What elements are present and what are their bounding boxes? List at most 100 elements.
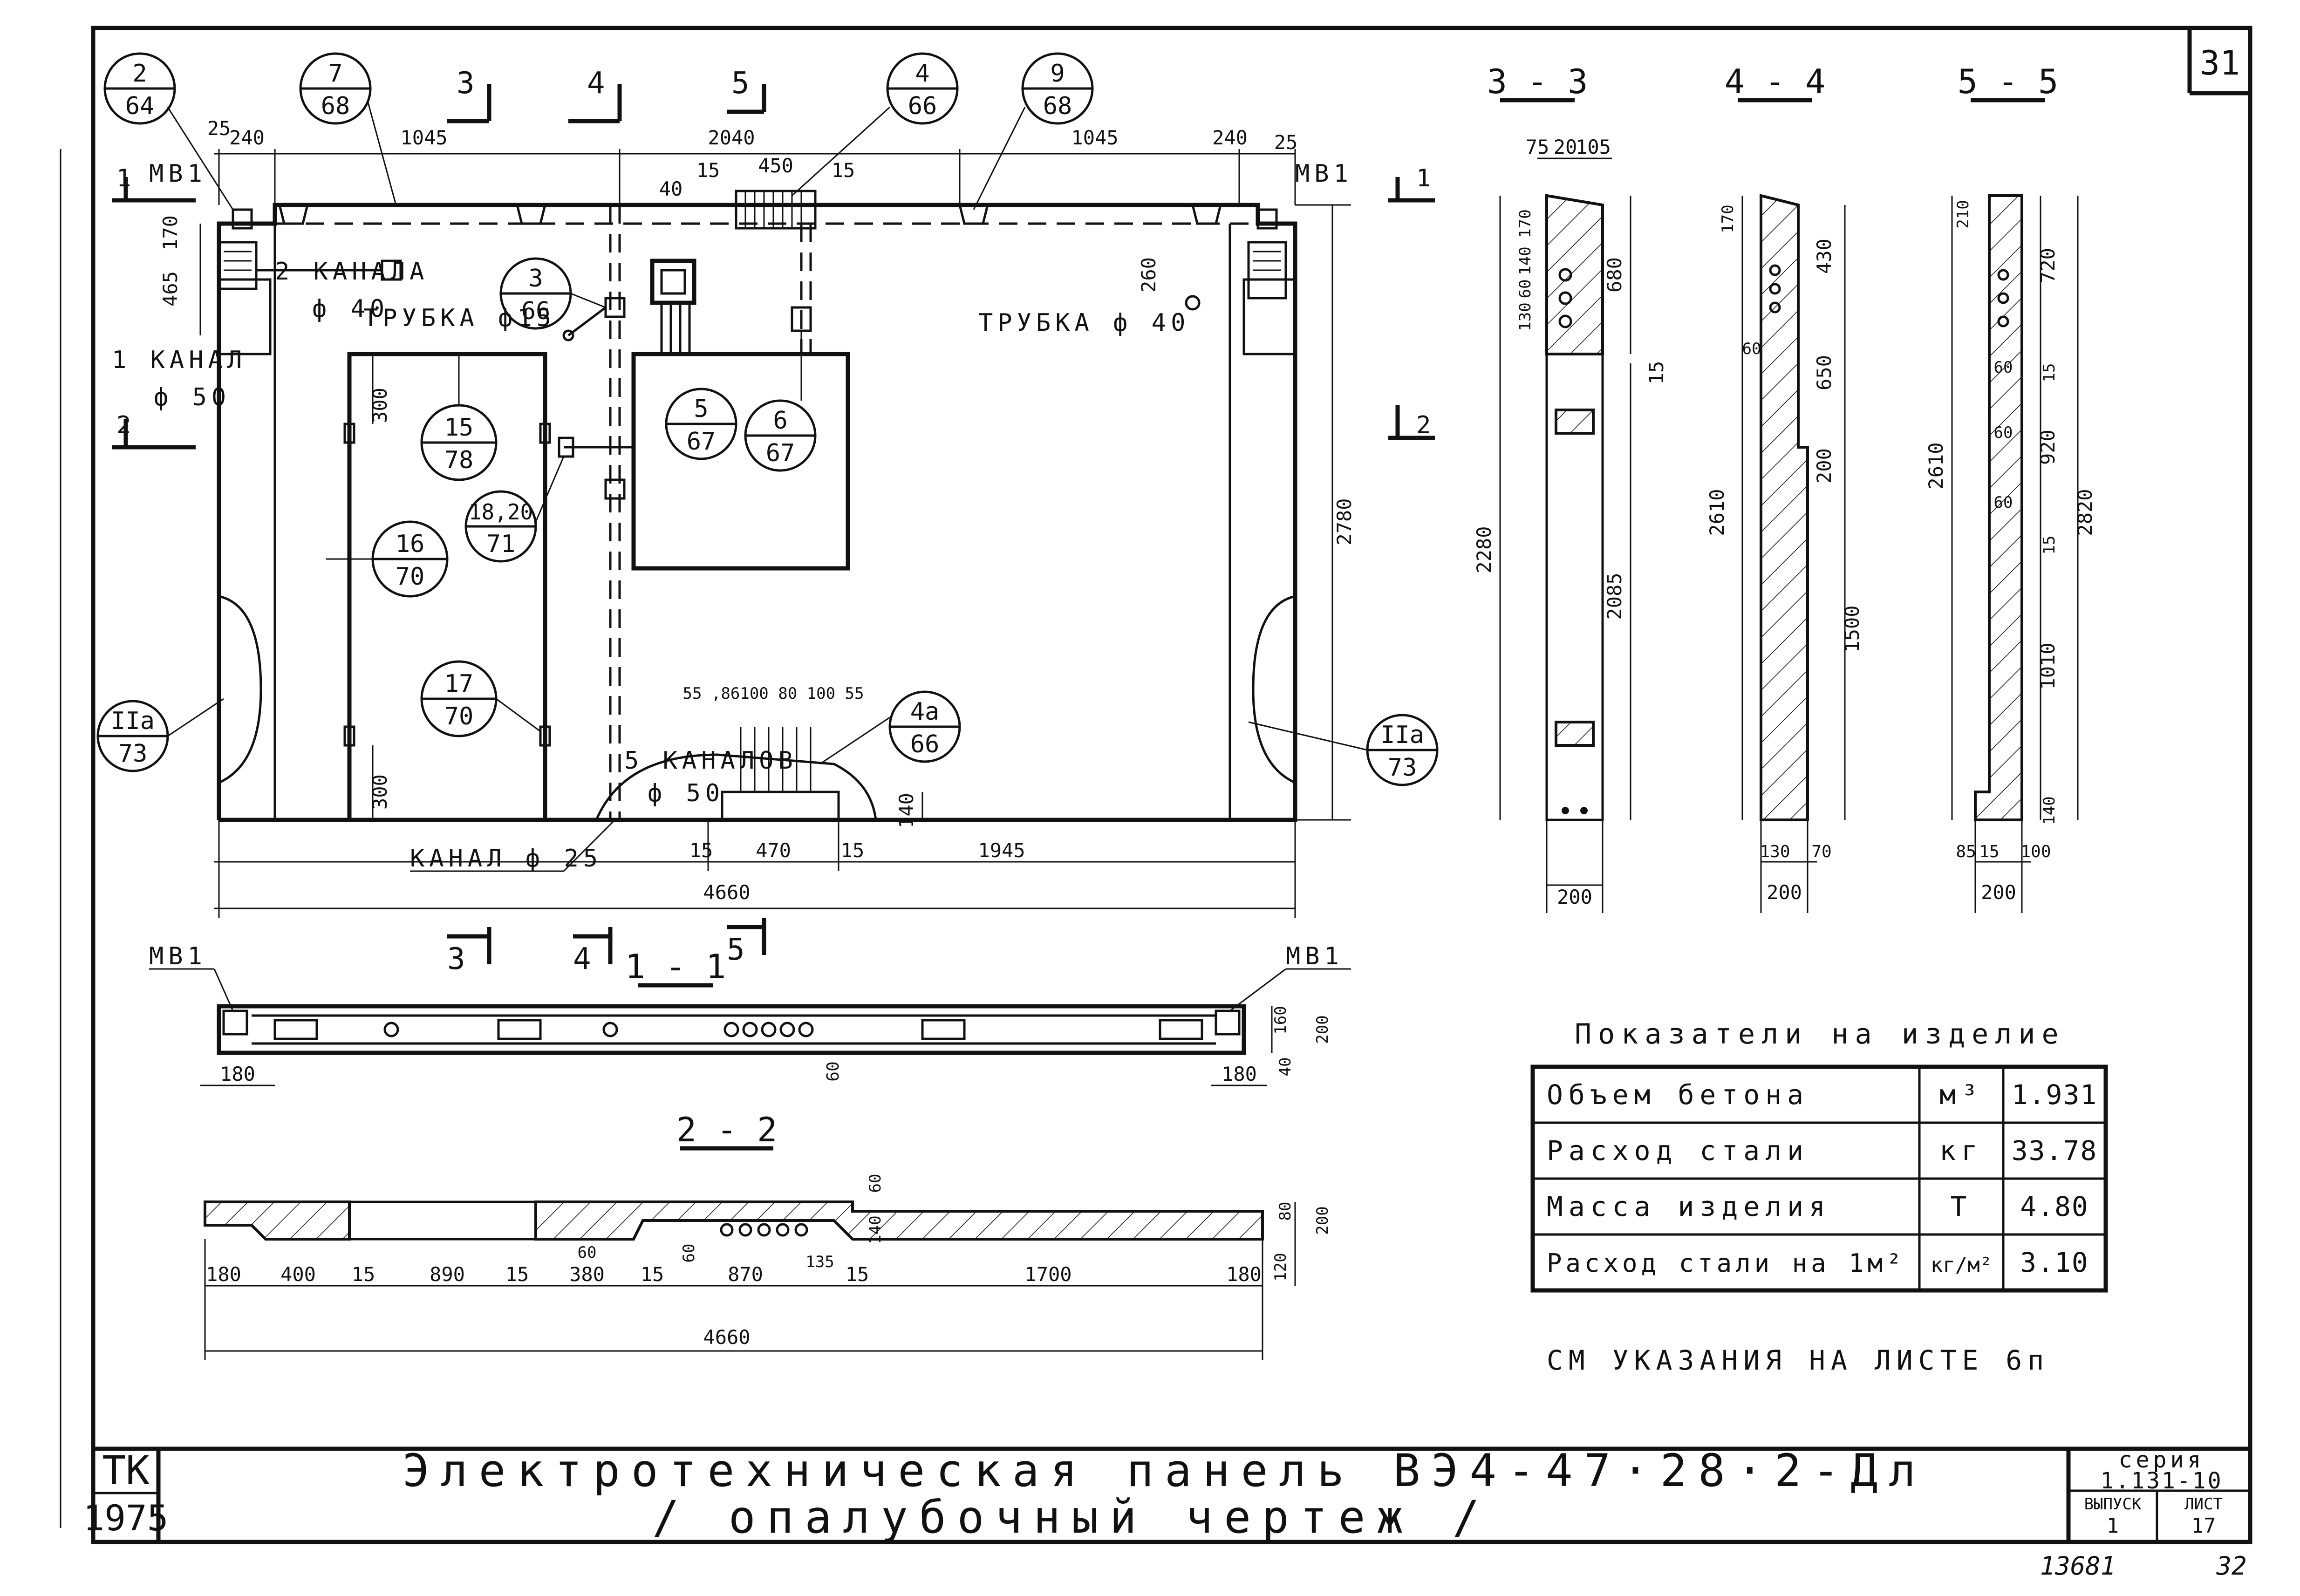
issue-label: ВЫПУСК xyxy=(2084,1495,2142,1514)
svg-text:60: 60 xyxy=(1516,280,1535,299)
indicators-table: Показатели на изделие Объем бетона м³ 1.… xyxy=(1530,1018,2108,1376)
svg-text:7: 7 xyxy=(328,60,342,88)
section-2-2: 2 - 2 180 400 15 890 15 380 15 870 135 1… xyxy=(204,1110,1332,1360)
svg-text:64: 64 xyxy=(125,92,155,120)
section-4-4-title: 4 - 4 xyxy=(1725,62,1826,101)
svg-text:73: 73 xyxy=(118,740,148,768)
archive-number: 13681 xyxy=(2040,1551,2116,1581)
title-block: ТК 1975 Электротехническая панель ВЭ4-47… xyxy=(83,1445,2223,1543)
svg-text:6: 6 xyxy=(773,407,787,435)
sheet-value: 17 xyxy=(2191,1514,2216,1538)
row-3-value: 3.10 xyxy=(2020,1247,2089,1278)
svg-text:135: 135 xyxy=(805,1253,834,1271)
svg-text:73: 73 xyxy=(1388,754,1417,782)
svg-text:15: 15 xyxy=(2040,536,2059,555)
dim-small-2: 40 xyxy=(659,177,683,200)
cut-1-right: 1 xyxy=(1416,164,1435,192)
svg-text:15: 15 xyxy=(846,1263,869,1286)
mv1-left-label: МВ1 xyxy=(149,160,207,188)
dim-bottom-0: 15 xyxy=(689,839,713,862)
svg-text:2610: 2610 xyxy=(1706,489,1728,536)
svg-text:68: 68 xyxy=(1043,92,1072,120)
svg-text:66: 66 xyxy=(910,730,940,758)
tube15-label: ТРУБКА ф15 xyxy=(363,304,556,332)
dim-left-0: 170 xyxy=(159,215,182,251)
svg-text:60: 60 xyxy=(680,1244,698,1263)
year: 1975 xyxy=(83,1497,168,1539)
svg-text:200: 200 xyxy=(1767,881,1802,904)
cut-3-top: 3 xyxy=(457,66,475,101)
callout-17-70: 17 70 xyxy=(420,660,541,737)
dim-top-5: 240 xyxy=(1212,126,1248,149)
svg-text:70: 70 xyxy=(396,563,425,591)
dim-top-1: 1045 xyxy=(400,126,447,149)
channel1-label: 1 КАНАЛ xyxy=(112,346,246,374)
svg-text:1500: 1500 xyxy=(1841,605,1863,652)
callouts: 2 64 7 68 4 66 9 68 3 66 xyxy=(96,52,1439,786)
svg-text:200: 200 xyxy=(1313,1015,1332,1044)
svg-text:66: 66 xyxy=(908,92,937,120)
svg-text:80: 80 xyxy=(1276,1202,1295,1221)
svg-text:15: 15 xyxy=(444,414,474,442)
callout-4-66: 4 66 xyxy=(791,52,959,197)
svg-text:60: 60 xyxy=(1994,423,2013,442)
svg-text:3: 3 xyxy=(528,265,543,293)
svg-text:430: 430 xyxy=(1813,239,1836,274)
channels-5-label: 5 КАНАЛОВ xyxy=(624,747,798,775)
svg-text:IIа: IIа xyxy=(111,707,155,735)
dim-140: 140 xyxy=(895,793,918,828)
svg-text:210: 210 xyxy=(1954,200,1972,228)
dim-bottom-1: 470 xyxy=(756,839,791,862)
svg-text:200: 200 xyxy=(1313,1206,1332,1235)
svg-text:15: 15 xyxy=(505,1263,529,1286)
dim-bottom-3: 1945 xyxy=(978,839,1025,862)
dim-small-1: 25 xyxy=(1274,131,1298,154)
row-0-name: Объем бетона xyxy=(1547,1079,1809,1111)
row-2-value: 4.80 xyxy=(2020,1191,2089,1222)
svg-text:9: 9 xyxy=(1050,60,1065,88)
sheet-label: ЛИСТ xyxy=(2184,1495,2223,1514)
row-1-name: Расход стали xyxy=(1547,1135,1809,1166)
svg-text:15: 15 xyxy=(641,1263,664,1286)
svg-text:15: 15 xyxy=(2040,363,2059,382)
row-0-unit: м³ xyxy=(1939,1079,1983,1111)
svg-text:60: 60 xyxy=(1742,340,1761,358)
svg-text:200: 200 xyxy=(1557,886,1592,908)
section-5-5-title: 5 - 5 xyxy=(1958,62,2059,101)
phi50-label: ф 50 xyxy=(154,383,231,411)
section-3-3: 3 - 3 75 20 105 170 140 60 130 680 15 22… xyxy=(1473,62,1668,913)
svg-text:60: 60 xyxy=(578,1243,597,1262)
svg-text:68: 68 xyxy=(321,92,350,120)
dim-right-inner: 260 xyxy=(1137,257,1160,293)
series-label: серия xyxy=(2119,1447,2205,1473)
svg-text:2085: 2085 xyxy=(1603,573,1626,620)
svg-text:120: 120 xyxy=(1271,1253,1290,1281)
callout-15-78: 15 78 xyxy=(420,354,498,481)
svg-text:75: 75 xyxy=(1526,136,1549,158)
svg-text:180: 180 xyxy=(220,1063,255,1085)
dim-bottom-total: 4660 xyxy=(703,881,750,904)
svg-text:180: 180 xyxy=(1222,1063,1257,1085)
svg-text:170: 170 xyxy=(1719,205,1737,233)
svg-text:870: 870 xyxy=(728,1263,763,1286)
svg-text:2610: 2610 xyxy=(1925,442,1947,489)
cut-4-bottom: 4 xyxy=(573,942,591,976)
svg-text:40: 40 xyxy=(1276,1057,1295,1077)
callout-6-67: 6 67 xyxy=(744,331,817,472)
cut-4-top: 4 xyxy=(587,66,605,101)
tube40-label: ТРУБКА ф 40 xyxy=(978,309,1190,337)
svg-text:4а: 4а xyxy=(910,698,940,726)
row-2-unit: Т xyxy=(1951,1191,1972,1222)
footer-sheet-number: 32 xyxy=(2216,1551,2246,1581)
svg-text:60: 60 xyxy=(1994,493,2013,512)
callout-9-68: 9 68 xyxy=(973,52,1094,210)
svg-text:15: 15 xyxy=(1645,361,1668,385)
channel25-label: КАНАЛ ф 25 xyxy=(410,845,602,873)
dim-top-3: 450 xyxy=(758,154,793,177)
svg-text:650: 650 xyxy=(1813,355,1836,390)
svg-text:720: 720 xyxy=(2036,248,2059,283)
row-3-name: Расход стали на 1м² xyxy=(1547,1248,1905,1278)
svg-text:1010: 1010 xyxy=(2036,642,2059,689)
svg-text:20: 20 xyxy=(1554,136,1577,158)
dim-channels: 55 ,86100 80 100 55 xyxy=(683,684,864,703)
